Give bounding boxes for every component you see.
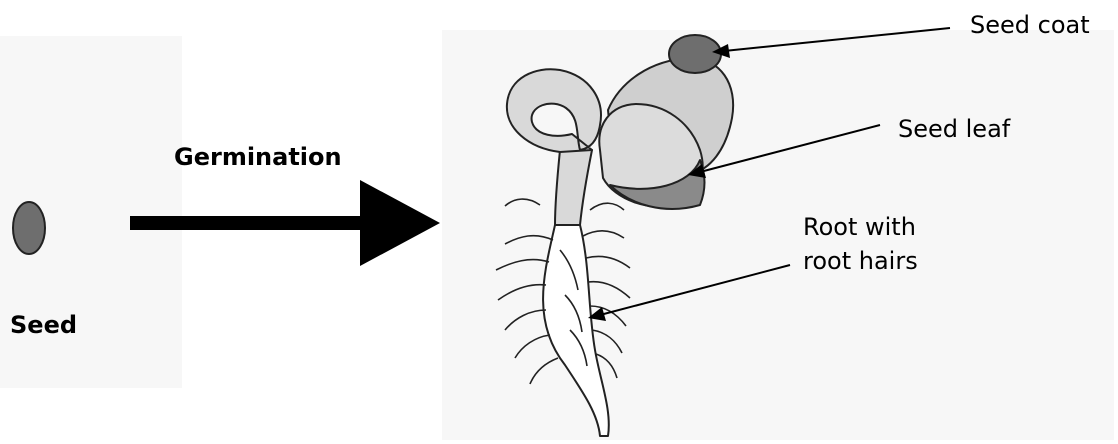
root-label-line2: root hairs bbox=[803, 246, 918, 276]
seed-label: Seed bbox=[10, 310, 77, 340]
seed-coat-label: Seed coat bbox=[970, 10, 1090, 40]
seed-leaf-label: Seed leaf bbox=[898, 114, 1010, 144]
germination-label: Germination bbox=[174, 142, 342, 172]
seed-shape bbox=[13, 202, 45, 254]
seed-coat-shape bbox=[669, 35, 721, 73]
root-label-line1: Root with bbox=[803, 212, 916, 242]
